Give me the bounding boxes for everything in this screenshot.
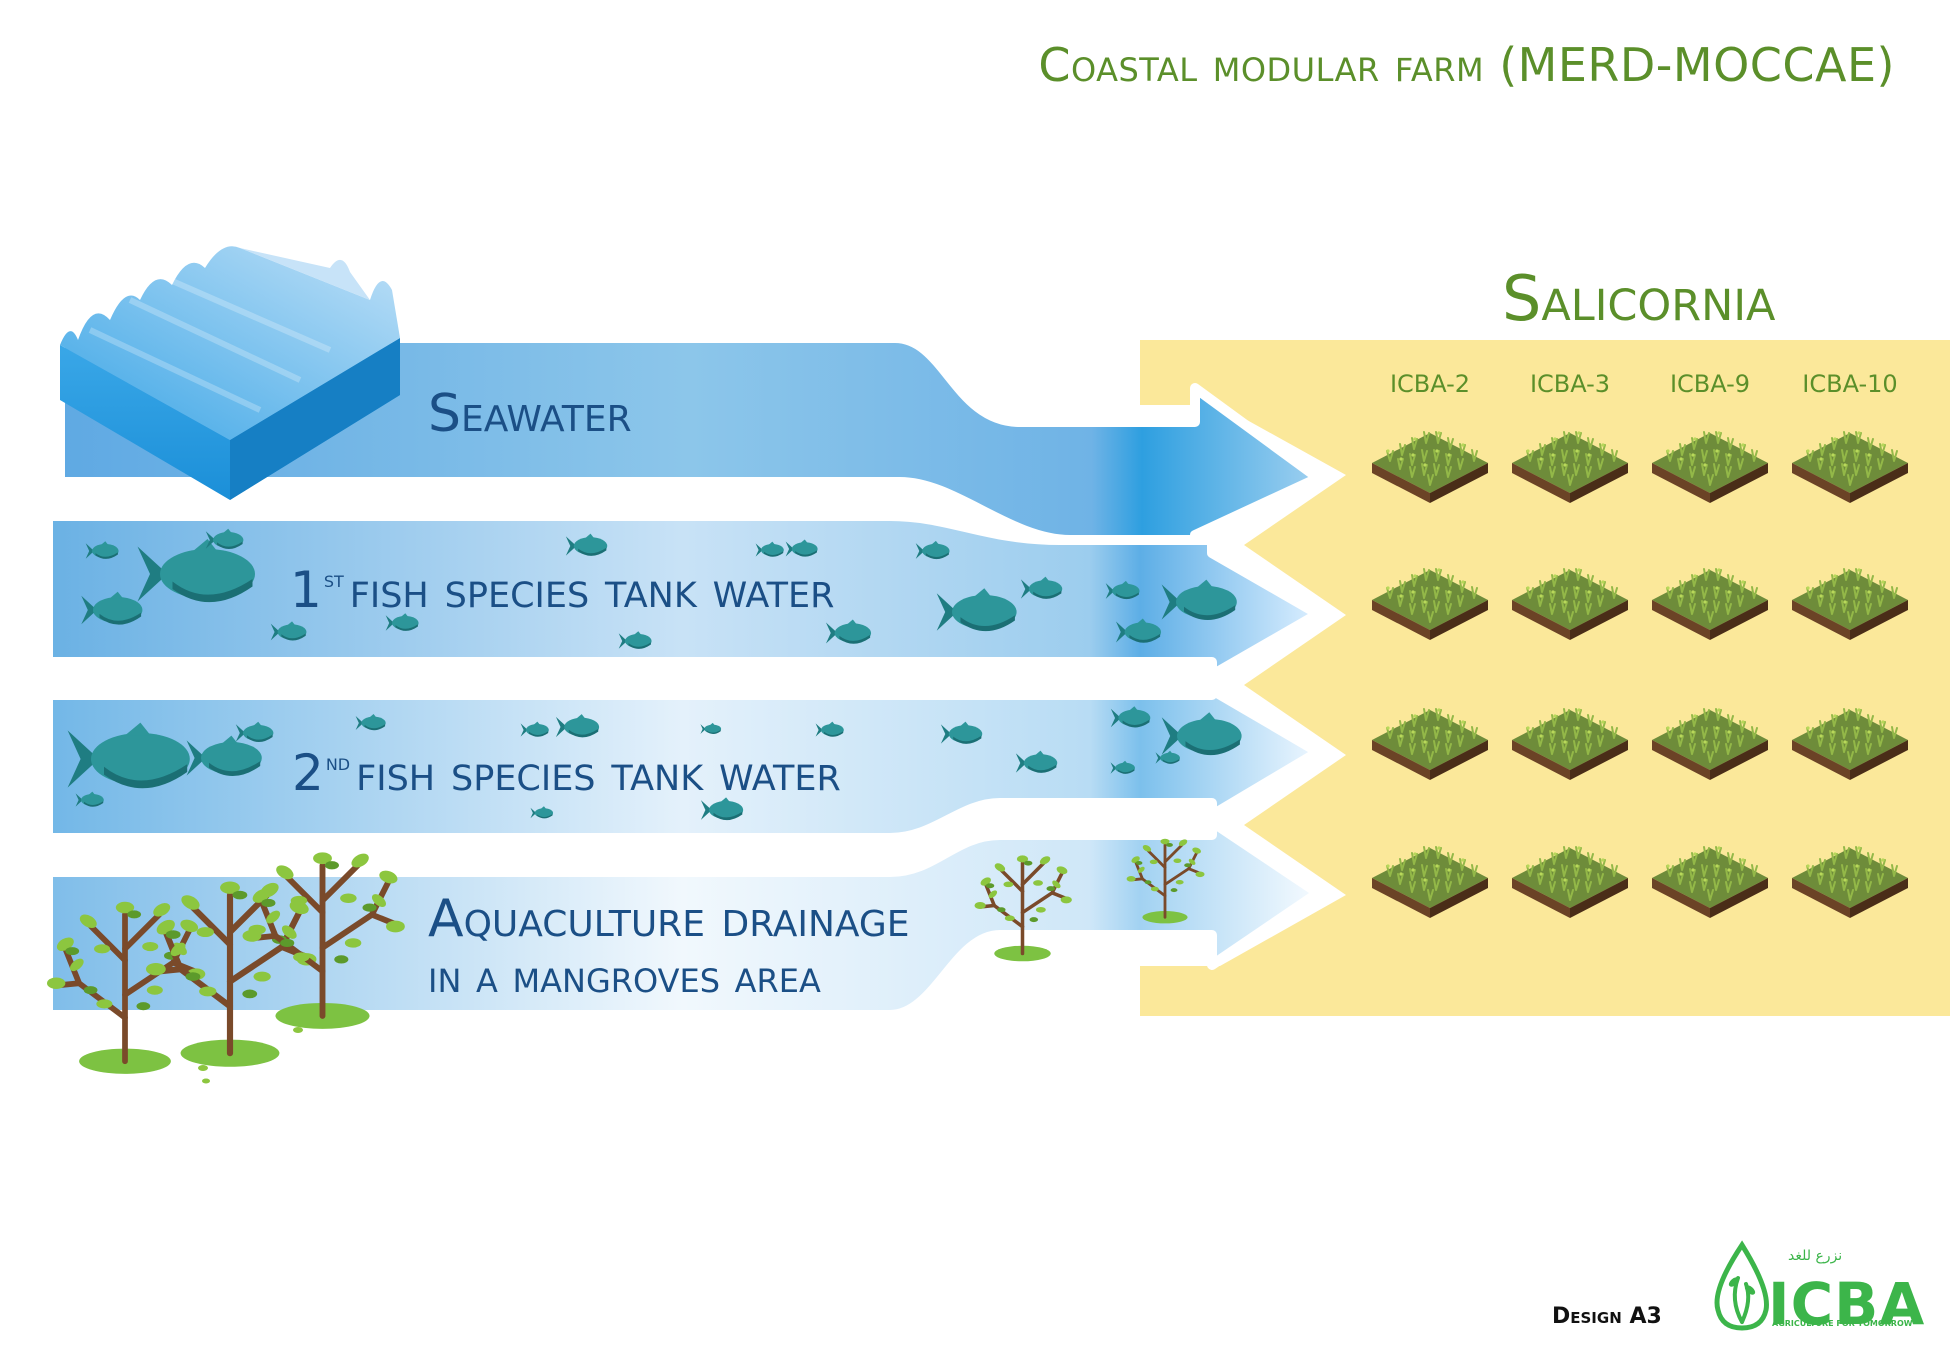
page-title: Coastal modular farm (MERD-MOCCAE) bbox=[1038, 38, 1895, 92]
fish2-ordinal: nd bbox=[325, 749, 351, 776]
design-mark: A3 bbox=[1629, 1304, 1662, 1329]
icba-logo-icon bbox=[1714, 1240, 1769, 1331]
fish1-ordinal: st bbox=[323, 566, 344, 593]
fish1-number: 1 bbox=[290, 561, 322, 619]
variety-label: ICBA-2 bbox=[1389, 370, 1471, 398]
drainage-label-line2: in a mangroves area bbox=[428, 949, 821, 1003]
drainage-label-line1: Aquaculture drainage bbox=[428, 889, 910, 949]
design-credit: Design A3 bbox=[1552, 1304, 1662, 1329]
seawater-label: Seawater bbox=[428, 384, 632, 444]
design-label: Design bbox=[1552, 1304, 1622, 1329]
variety-label: ICBA-9 bbox=[1669, 370, 1751, 398]
variety-label: ICBA-3 bbox=[1529, 370, 1611, 398]
fish2-number: 2 bbox=[292, 744, 324, 802]
icba-arabic: نزرع للغد bbox=[1788, 1248, 1843, 1264]
variety-label: ICBA-10 bbox=[1802, 370, 1898, 398]
icba-logo-text: ICBA bbox=[1768, 1270, 1926, 1338]
icba-tagline: AGRICULTURE FOR TOMORROW bbox=[1772, 1319, 1913, 1328]
fish2-text: fish species tank water bbox=[356, 744, 841, 802]
salicornia-field-area bbox=[1140, 340, 1950, 1016]
fish1-text: fish species tank water bbox=[349, 561, 835, 619]
seawater-wave-block bbox=[60, 246, 400, 500]
mangrove-trees bbox=[47, 836, 1207, 1084]
salicornia-title: Salicornia bbox=[1502, 262, 1776, 335]
fish1-arrow bbox=[43, 511, 1323, 680]
